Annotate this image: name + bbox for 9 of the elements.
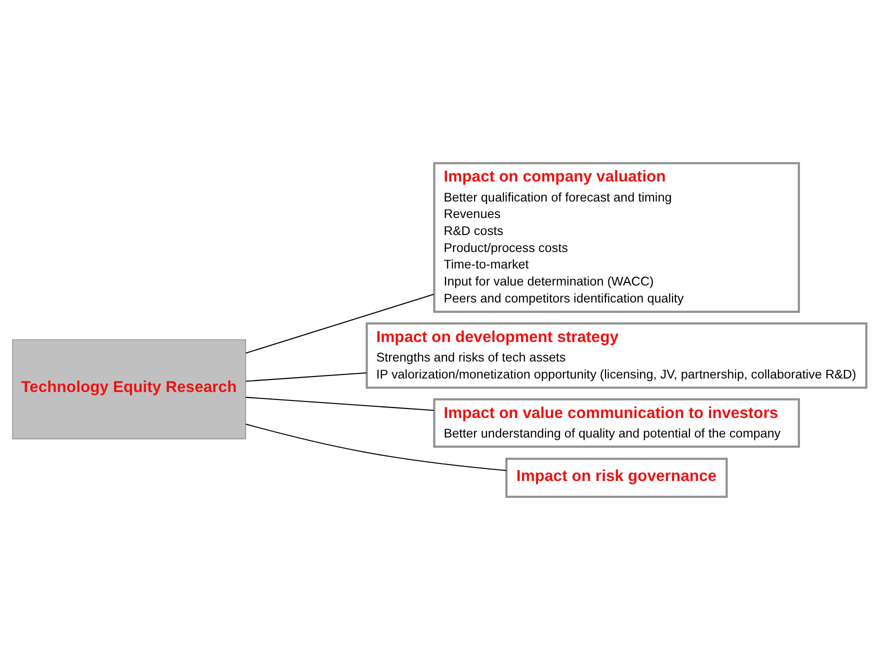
node-box: Impact on development strategy Strengths and risks of tech assets IP valorization/monetization opportunity (licensing, JV, partnership, collaborative R&D) (366, 322, 868, 388)
node-box: Impact on risk governance (505, 457, 728, 498)
connector (246, 396, 434, 410)
node-box: Impact on company valuation Better qualification of forecast and timing Revenues R&D costs Product/process costs Time-to-market Input for value determination (WACC) Peers and competitors identification quality (433, 162, 800, 312)
connector (246, 372, 367, 382)
connector (246, 423, 506, 471)
node-box: Technology Equity Research (12, 338, 246, 439)
connector (246, 293, 434, 354)
node-box: Impact on value communication to investors Better understanding of quality and potential of the company (433, 398, 800, 448)
